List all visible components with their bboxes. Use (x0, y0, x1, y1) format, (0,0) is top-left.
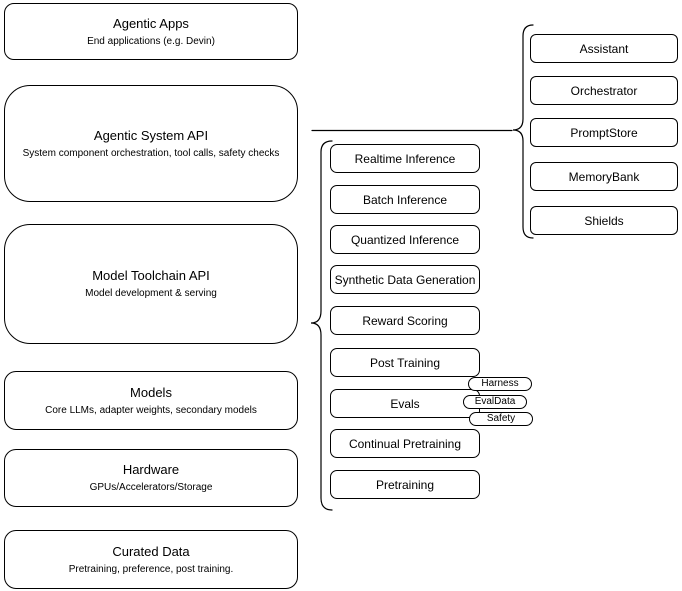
node-subtitle: End applications (e.g. Devin) (87, 35, 215, 47)
node-assistant: Assistant (530, 34, 678, 63)
system-components-brace (512, 24, 534, 239)
node-agentic-system-api: Agentic System API System component orch… (4, 85, 298, 202)
node-shields: Shields (530, 206, 678, 235)
node-continual-pretraining: Continual Pretraining (330, 429, 480, 458)
node-reward-scoring: Reward Scoring (330, 306, 480, 335)
node-subtitle: GPUs/Accelerators/Storage (89, 482, 213, 493)
node-models: Models Core LLMs, adapter weights, secon… (4, 371, 298, 430)
evals-tag-evaldata: EvalData (463, 395, 527, 409)
node-quantized-inference: Quantized Inference (330, 225, 480, 254)
node-post-training: Post Training (330, 348, 480, 377)
node-synthetic-data-generation: Synthetic Data Generation (330, 265, 480, 294)
node-hardware: Hardware GPUs/Accelerators/Storage (4, 449, 298, 507)
node-batch-inference: Batch Inference (330, 185, 480, 214)
node-subtitle: System component orchestration, tool cal… (22, 147, 280, 159)
node-curated-data: Curated Data Pretraining, preference, po… (4, 530, 298, 589)
node-promptstore: PromptStore (530, 118, 678, 147)
node-title: Curated Data (112, 543, 190, 559)
node-model-toolchain-api: Model Toolchain API Model development & … (4, 224, 298, 344)
node-title: Models (130, 384, 172, 400)
node-subtitle: Core LLMs, adapter weights, secondary mo… (45, 404, 257, 416)
node-title: Hardware (122, 462, 180, 477)
evals-tag-safety: Safety (469, 412, 533, 426)
node-realtime-inference: Realtime Inference (330, 144, 480, 173)
node-title: Model Toolchain API (92, 268, 210, 283)
evals-tag-harness: Harness (468, 377, 532, 391)
node-evals: Evals (330, 389, 480, 418)
node-title: Agentic System API (93, 127, 209, 143)
node-memorybank: MemoryBank (530, 162, 678, 191)
node-orchestrator: Orchestrator (530, 76, 678, 105)
node-agentic-apps: Agentic Apps End applications (e.g. Devi… (4, 3, 298, 60)
node-subtitle: Model development & serving (85, 288, 217, 299)
node-title: Agentic Apps (113, 15, 189, 31)
node-pretraining: Pretraining (330, 470, 480, 499)
node-subtitle: Pretraining, preference, post training. (68, 563, 234, 575)
toolchain-services-brace (310, 140, 333, 511)
